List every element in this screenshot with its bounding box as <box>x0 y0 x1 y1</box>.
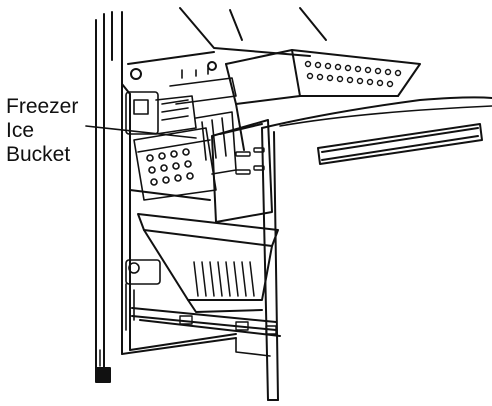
drawer-rails <box>131 307 281 357</box>
freezer-ice-bucket-label: Freezer Ice Bucket <box>6 95 78 167</box>
callout-line-ice: Ice <box>6 119 35 142</box>
callout-line-freezer: Freezer <box>6 95 79 118</box>
callout-leader-line <box>85 125 197 139</box>
lower-basket <box>137 213 279 313</box>
basket-divider <box>211 119 273 223</box>
callout-line-bucket: Bucket <box>6 143 71 166</box>
upper-basket <box>225 49 421 151</box>
freezer-ice-bucket <box>133 111 237 201</box>
drawer-motor <box>125 259 161 331</box>
cabinet-side-panel <box>95 11 131 383</box>
ice-maker <box>125 67 237 135</box>
door-handle <box>317 123 483 165</box>
freezer-drawer-door <box>261 96 492 401</box>
